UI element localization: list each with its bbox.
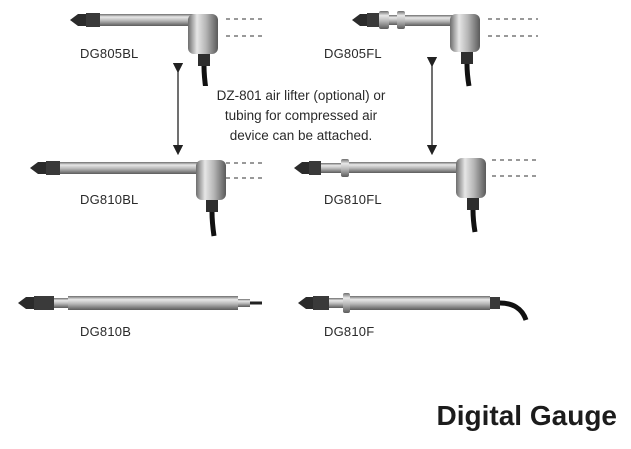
label-dg805fl: DG805FL	[324, 46, 382, 61]
label-dg810f: DG810F	[324, 324, 375, 339]
label-dg810bl: DG810BL	[80, 192, 139, 207]
dg810b-gauge	[18, 296, 262, 310]
label-dg810b: DG810B	[80, 324, 132, 339]
dg810bl-dashes	[226, 162, 266, 179]
dg805fl-gauge	[352, 11, 480, 87]
note-line-3: device can be attached.	[229, 128, 373, 143]
dg805fl-dashes	[488, 18, 538, 37]
dg805bl-dashes	[226, 18, 266, 37]
note-line-2: tubing for compressed air	[224, 108, 378, 123]
label-dg805bl: DG805BL	[80, 46, 139, 61]
page-title: Digital Gauge	[436, 400, 617, 431]
air-lifter-note: DZ-801 air lifter (optional) or tubing f…	[196, 86, 406, 146]
dg810f-gauge	[298, 293, 529, 321]
label-dg810fl: DG810FL	[324, 192, 382, 207]
dg810fl-gauge	[294, 158, 486, 233]
dg810fl-dashes	[492, 159, 540, 177]
dg805bl-gauge	[70, 13, 218, 91]
note-line-1: DZ-801 air lifter (optional) or	[216, 88, 386, 103]
dg810bl-gauge	[30, 160, 226, 237]
